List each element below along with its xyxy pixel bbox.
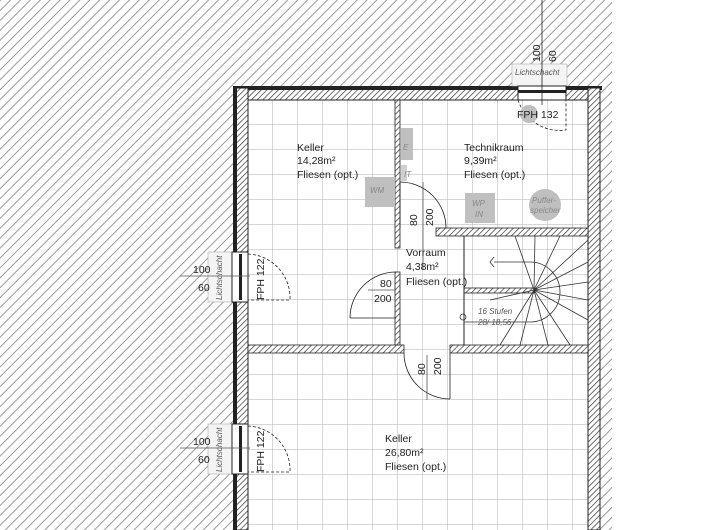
svg-text:26,80m²: 26,80m²	[385, 447, 424, 459]
svg-text:60: 60	[198, 282, 210, 294]
window-fph122-lower[interactable]: Lichtschacht 100 60 FPH 122	[180, 423, 291, 475]
room-technikraum: Technikraum 9,39m² Fliesen (opt.)	[464, 142, 525, 181]
svg-text:60: 60	[547, 50, 559, 62]
svg-text:Keller: Keller	[297, 142, 324, 154]
room-keller-lower: Keller 26,80m² Fliesen (opt.)	[385, 433, 446, 473]
staircase: 16 Stufen 28/ 18,56	[459, 235, 589, 346]
svg-text:100: 100	[193, 264, 211, 276]
window-fph132[interactable]: Lichtschacht 100 60 FPH 132	[511, 0, 568, 131]
washing-machine	[365, 177, 395, 207]
svg-text:Lichtschacht: Lichtschacht	[215, 427, 224, 472]
svg-text:Vorraum: Vorraum	[406, 247, 446, 259]
svg-text:9,39m²: 9,39m²	[464, 155, 497, 167]
svg-text:100: 100	[531, 44, 543, 62]
svg-text:WM: WM	[370, 186, 385, 195]
svg-text:4,38m²: 4,38m²	[406, 261, 439, 273]
svg-text:speicher: speicher	[530, 206, 561, 215]
svg-text:FPH 132: FPH 132	[517, 109, 559, 121]
heat-pump	[465, 193, 495, 223]
stairs-ratio: 28/ 18,56	[477, 318, 512, 327]
door-keller-lower[interactable]	[403, 352, 451, 400]
svg-text:FPH 122: FPH 122	[255, 430, 267, 472]
door-height: 200	[424, 208, 436, 226]
svg-text:100: 100	[193, 436, 211, 448]
door-height: 200	[432, 357, 444, 375]
svg-text:Fliesen (opt.): Fliesen (opt.)	[385, 461, 446, 473]
svg-text:Fliesen (opt.): Fliesen (opt.)	[406, 276, 467, 288]
svg-text:WP: WP	[472, 199, 486, 208]
door-keller-upper[interactable]	[349, 271, 397, 319]
window-fph122-upper[interactable]: Lichtschacht 100 60 FPH 122	[180, 251, 291, 303]
svg-text:Keller: Keller	[385, 433, 412, 445]
door-width: 80	[408, 214, 420, 226]
inner-walls	[247, 99, 589, 354]
buffer-tank	[529, 189, 561, 221]
svg-text:Lichtschacht: Lichtschacht	[215, 255, 224, 300]
floor-tiles	[236, 88, 600, 530]
door-width: 80	[416, 363, 428, 375]
appliances: E IT WM WP IN Puffer- speicher	[365, 128, 561, 223]
door-technikraum[interactable]	[399, 181, 447, 270]
svg-text:IT: IT	[404, 170, 412, 179]
svg-text:14,28m²: 14,28m²	[297, 155, 336, 167]
svg-text:Fliesen (opt.): Fliesen (opt.)	[464, 169, 525, 181]
room-vorraum: Vorraum 4,38m² Fliesen (opt.)	[406, 247, 467, 288]
stairs-steps: 16 Stufen	[478, 307, 513, 316]
svg-text:Technikraum: Technikraum	[464, 142, 524, 154]
svg-text:60: 60	[198, 454, 210, 466]
electric-box	[401, 128, 413, 160]
svg-text:Fliesen (opt.): Fliesen (opt.)	[297, 169, 358, 181]
svg-text:E: E	[403, 143, 409, 152]
room-keller-upper: Keller 14,28m² Fliesen (opt.)	[297, 142, 358, 181]
svg-text:FPH 122: FPH 122	[255, 258, 267, 300]
svg-text:IN: IN	[475, 210, 483, 219]
svg-text:Puffer-: Puffer-	[532, 196, 556, 205]
door-height: 200	[374, 293, 392, 305]
door-width: 80	[380, 278, 392, 290]
lichtschacht-label: Lichtschacht	[515, 68, 560, 77]
outer-walls	[233, 86, 602, 530]
